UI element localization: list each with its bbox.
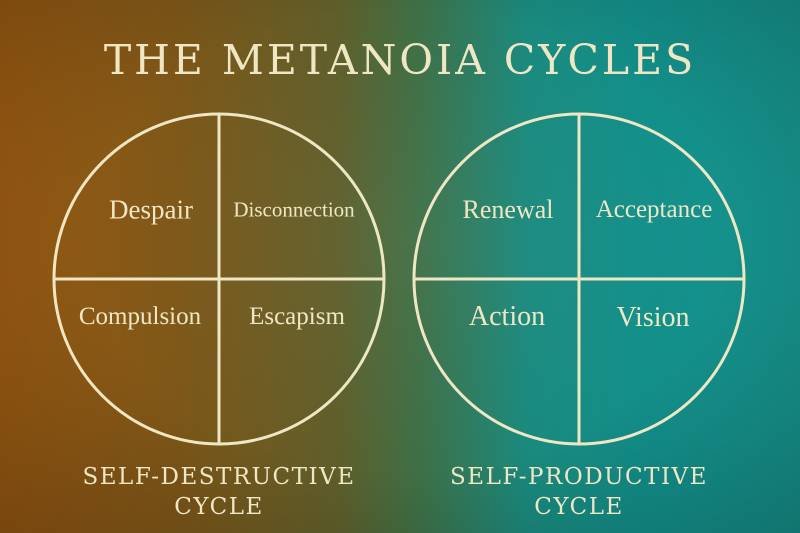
segment-acceptance: Acceptance [595, 196, 713, 223]
self-destructive-cycle-diagram [52, 112, 386, 446]
segment-vision: Vision [616, 302, 690, 333]
segment-compulsion: Compulsion [78, 303, 202, 330]
self-productive-caption: SELF-PRODUCTIVE CYCLE [424, 462, 734, 522]
caption-line-2: CYCLE [534, 494, 624, 520]
diagram-title: THE METANOIA CYCLES [103, 36, 697, 84]
segment-renewal: Renewal [462, 195, 554, 224]
segment-escapism: Escapism [249, 303, 345, 330]
self-destructive-caption: SELF-DESTRUCTIVE CYCLE [69, 462, 369, 522]
self-productive-cycle-diagram [412, 112, 746, 446]
caption-line-1: SELF-DESTRUCTIVE [82, 464, 356, 490]
caption-line-2: CYCLE [174, 494, 264, 520]
caption-line-1: SELF-PRODUCTIVE [450, 464, 708, 490]
segment-despair: Despair [109, 194, 193, 225]
segment-disconnection: Disconnection [233, 197, 355, 222]
segment-action: Action [468, 301, 546, 332]
